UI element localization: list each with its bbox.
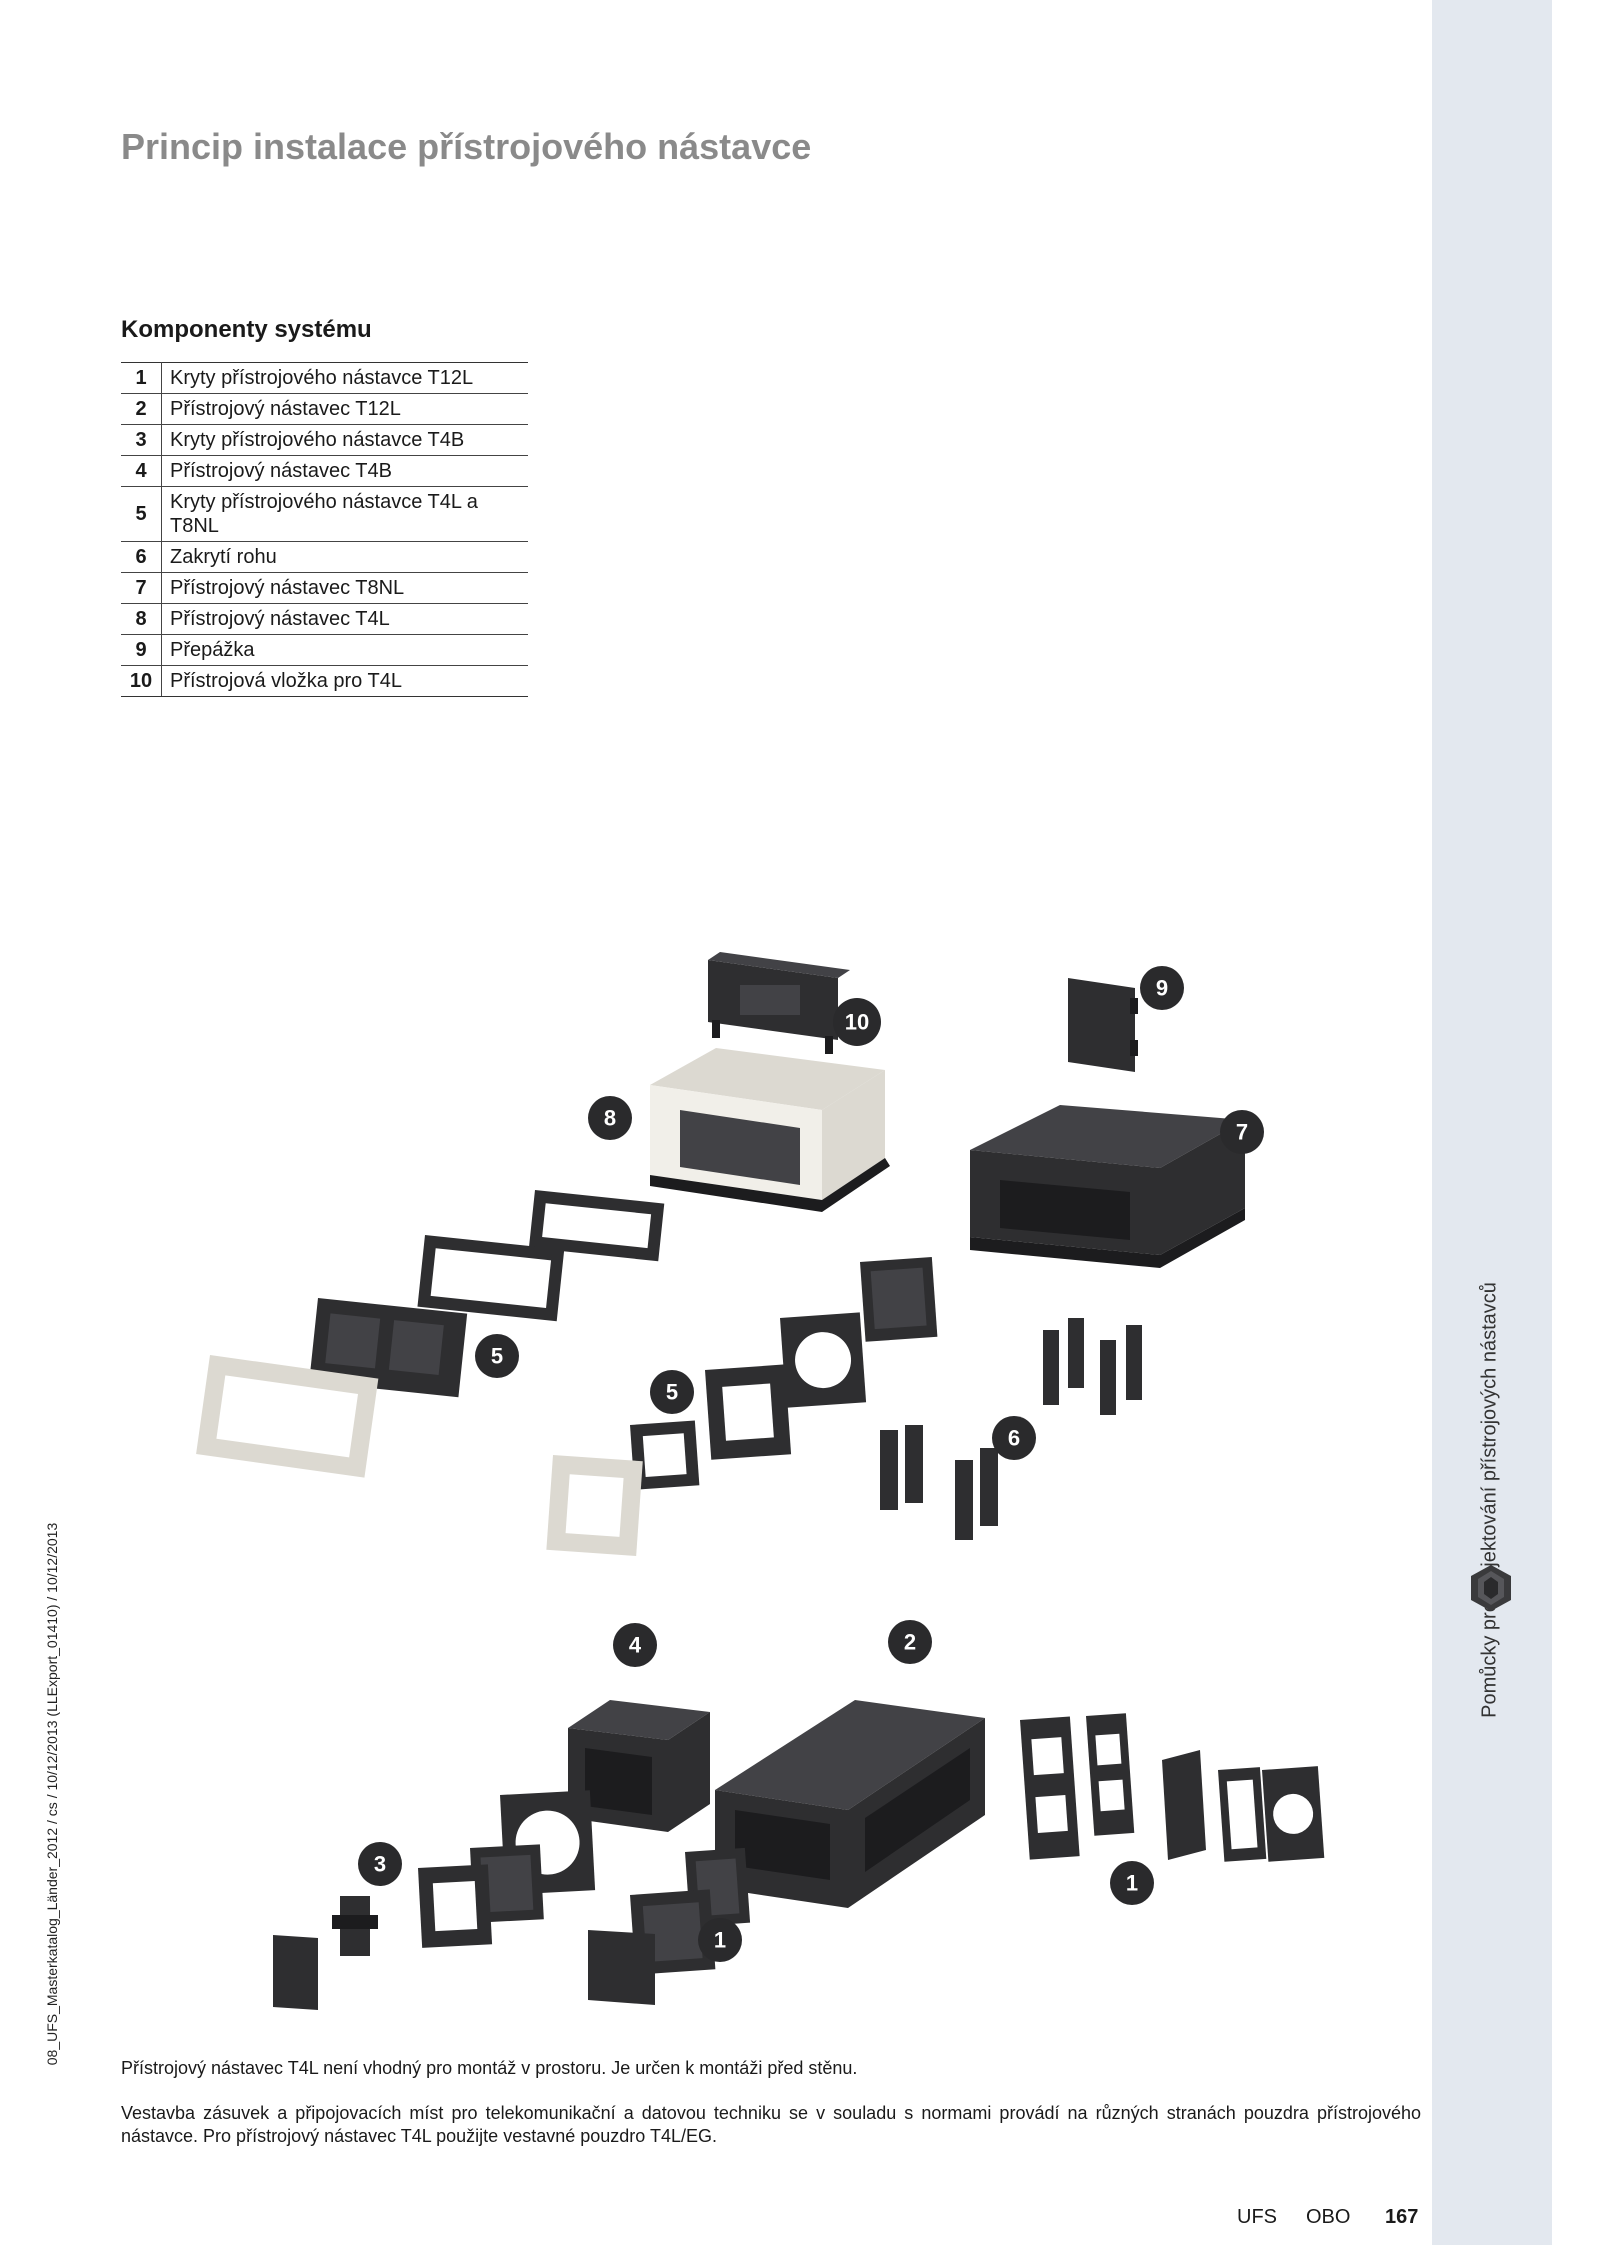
- device-box-t8nl: [970, 1105, 1245, 1268]
- component-number: 1: [121, 362, 162, 394]
- footer-brand-ufs: UFS: [1237, 2206, 1277, 2228]
- cover-frames-right: [546, 1256, 938, 1557]
- component-number: 2: [121, 393, 162, 425]
- component-number: 3: [121, 424, 162, 456]
- callout-1b: 1: [1110, 1861, 1154, 1905]
- page-number: 167: [1385, 2206, 1419, 2228]
- component-label: Kryty přístrojového nástavce T12L: [161, 362, 528, 394]
- device-box-t4b: [568, 1700, 710, 1832]
- callout-1a: 1: [698, 1918, 742, 1962]
- component-label: Přístrojový nástavec T4B: [161, 455, 528, 487]
- callout-3: 3: [358, 1842, 402, 1886]
- component-label: Přístrojový nástavec T8NL: [161, 572, 528, 604]
- obo-hexagon-icon: [1471, 1565, 1511, 1611]
- svg-text:5: 5: [491, 1344, 503, 1369]
- component-label: Přístrojový nástavec T4L: [161, 603, 528, 635]
- svg-text:6: 6: [1008, 1426, 1020, 1451]
- note-mounting: Přístrojový nástavec T4L není vhodný pro…: [121, 2058, 858, 2078]
- component-label: Přepážka: [161, 634, 528, 666]
- component-number: 9: [121, 634, 162, 666]
- component-label: Kryty přístrojového nástavce T4L a T8NL: [161, 486, 528, 542]
- components-heading: Komponenty systému: [121, 316, 372, 343]
- catalog-reference: 08_UFS_Masterkatalog_Länder_2012 / cs / …: [44, 1522, 60, 2066]
- svg-text:5: 5: [666, 1380, 678, 1405]
- svg-text:2: 2: [904, 1630, 916, 1655]
- callout-6: 6: [992, 1416, 1036, 1460]
- corner-covers: [880, 1318, 1142, 1540]
- side-band: [1432, 0, 1552, 2245]
- component-number: 5: [121, 486, 162, 542]
- exploded-view-illustration: .dk { fill: #2e2e30; } .dk2 { fill: #424…: [196, 952, 1325, 2010]
- cover-frames-t4l-t8nl: [196, 1190, 665, 1478]
- page-title: Princip instalace přístrojového nástavce: [121, 126, 812, 167]
- callout-4: 4: [613, 1623, 657, 1667]
- partition-plate: [1068, 978, 1138, 1072]
- component-number: 4: [121, 455, 162, 487]
- callout-9: 9: [1140, 966, 1184, 1010]
- footer-brand-obo: OBO: [1306, 2206, 1351, 2228]
- svg-text:9: 9: [1156, 976, 1168, 1001]
- svg-text:4: 4: [629, 1633, 642, 1658]
- device-box-t12l: [715, 1700, 985, 1908]
- svg-text:1: 1: [714, 1928, 726, 1953]
- device-insert-t4l: [708, 952, 850, 1054]
- callout-8: 8: [588, 1096, 632, 1140]
- component-number: 8: [121, 603, 162, 635]
- device-box-t4l: [650, 1048, 890, 1212]
- svg-text:3: 3: [374, 1852, 386, 1877]
- component-number: 10: [121, 665, 162, 697]
- callout-10: 10: [833, 998, 881, 1046]
- callout-5b: 5: [650, 1370, 694, 1414]
- callout-2: 2: [888, 1620, 932, 1664]
- component-number: 7: [121, 572, 162, 604]
- svg-text:7: 7: [1236, 1120, 1248, 1145]
- svg-text:8: 8: [604, 1106, 616, 1131]
- svg-text:1: 1: [1126, 1871, 1138, 1896]
- svg-text:10: 10: [845, 1010, 869, 1035]
- component-number: 6: [121, 541, 162, 573]
- component-label: Zakrytí rohu: [161, 541, 528, 573]
- callout-7: 7: [1220, 1110, 1264, 1154]
- covers-t4b: [273, 1790, 596, 2010]
- component-label: Přístrojový nástavec T12L: [161, 393, 528, 425]
- side-chapter-label: Pomůcky pro projektování přístrojových n…: [1478, 1282, 1501, 1718]
- callout-5a: 5: [475, 1334, 519, 1378]
- component-label: Přístrojová vložka pro T4L: [161, 665, 528, 697]
- component-label: Kryty přístrojového nástavce T4B: [161, 424, 528, 456]
- covers-t12l: [588, 1713, 1325, 2005]
- note-installation: Vestavba zásuvek a připojovacích míst pr…: [121, 2103, 1421, 2146]
